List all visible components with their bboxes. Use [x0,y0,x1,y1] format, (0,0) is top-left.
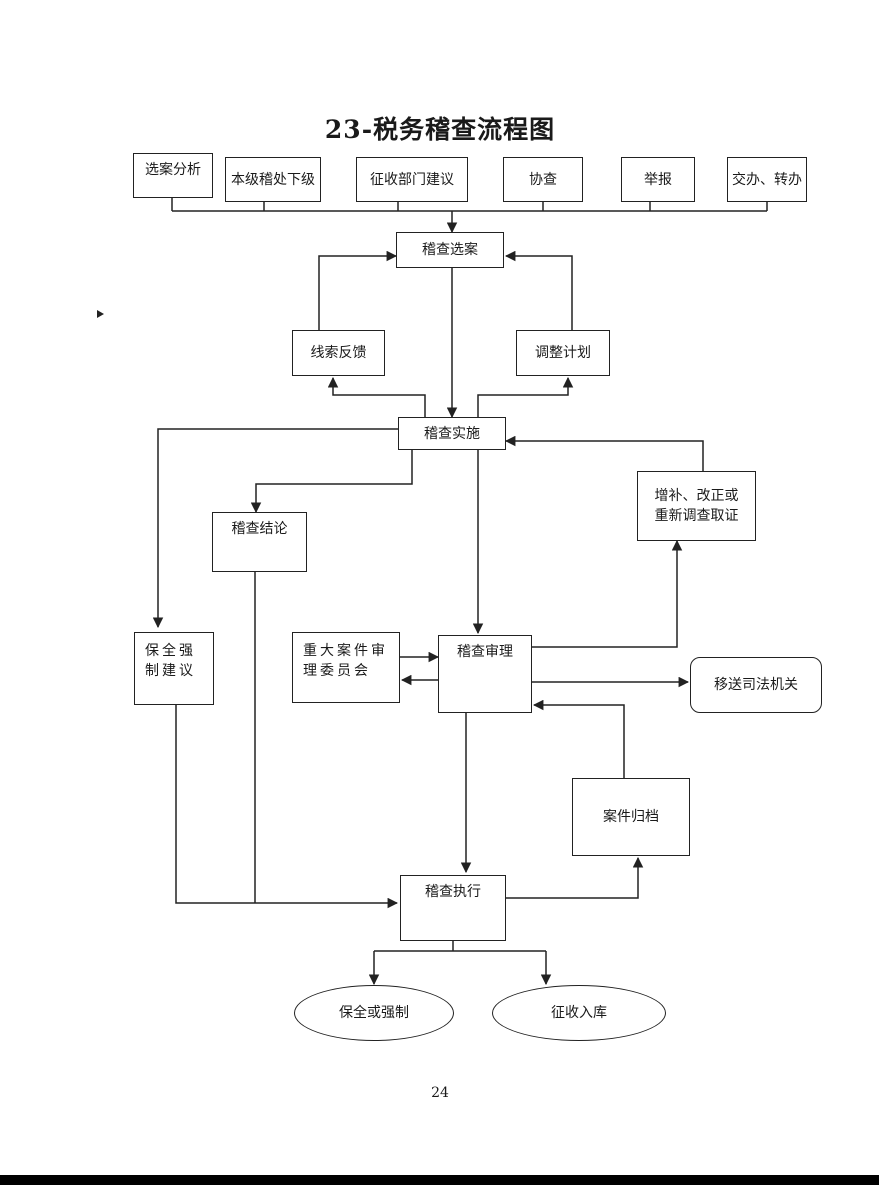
node-adjust-plan: 调整计划 [516,330,610,376]
node-case-archive: 案件归档 [572,778,690,856]
source-label: 征收部门建议 [370,171,454,188]
source-label: 举报 [644,171,672,188]
source-box-collection-dept: 征收部门建议 [356,157,468,202]
source-label: 本级稽处下级 [231,171,315,188]
connector-implementation-to-feedback [327,376,426,418]
node-review: 稽查审理 [438,635,532,713]
node-collect-to-treasury: 征收入库 [492,985,666,1041]
connector-archive-to-review [532,699,625,778]
source-box-assigned-transfer: 交办、转办 [727,157,807,202]
connector-preservation-to-execution [175,704,399,909]
scan-bottom-edge [0,1175,879,1185]
page-number: 24 [431,1085,449,1101]
connector-review-to-supplement [532,539,683,648]
source-label: 选案分析 [145,162,201,178]
node-supplement-investigation: 增补、改正或 重新调查取证 [637,471,756,541]
source-label: 协查 [529,171,557,188]
source-box-case-analysis: 选案分析 [133,153,213,198]
source-box-report: 举报 [621,157,695,202]
node-preserve-or-enforce: 保全或强制 [294,985,454,1041]
node-judicial-transfer: 移送司法机关 [690,657,822,713]
connector-implementation-to-adjust [477,376,574,418]
node-major-case-committee: 重大案件审 理委员会 [292,632,400,703]
triangle-marker-icon [97,310,104,318]
source-box-local-inspection: 本级稽处下级 [225,157,321,202]
page-title: 23-税务稽查流程图 [324,115,556,144]
node-implementation: 稽查实施 [398,417,506,450]
node-preservation-advice: 保全强 制建议 [134,632,214,705]
connector-execution-to-archive [506,856,644,899]
connector-adjust-to-selection [504,250,573,330]
node-case-selection: 稽查选案 [396,232,504,268]
connector-implementation-to-preservation [152,428,398,629]
connector-supplement-to-implementation [504,435,704,471]
source-label: 交办、转办 [732,171,802,188]
connector-implementation-to-conclusion [250,450,413,514]
source-box-assist-check: 协查 [503,157,583,202]
connector-feedback-to-selection [318,250,398,330]
node-conclusion: 稽查结论 [212,512,307,572]
node-execution: 稽查执行 [400,875,506,941]
node-clue-feedback: 线索反馈 [292,330,385,376]
